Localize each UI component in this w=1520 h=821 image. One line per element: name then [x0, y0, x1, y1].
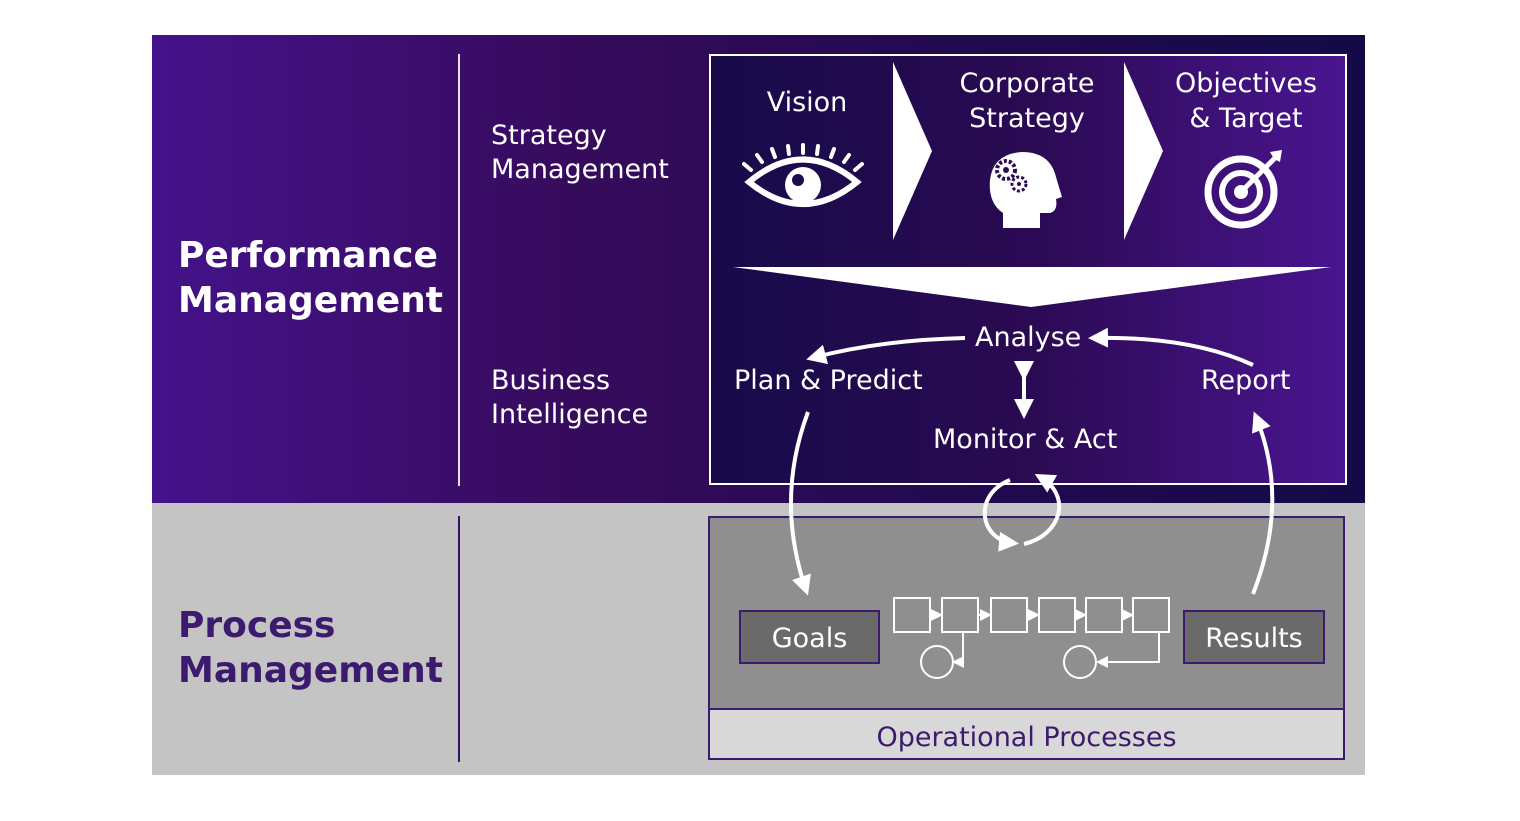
goals-box: Goals — [739, 610, 880, 664]
strategy-management-label: Strategy Management — [491, 120, 669, 185]
eye-icon — [742, 143, 864, 207]
performance-management-title: Performance Management — [178, 235, 443, 321]
target-icon — [1204, 150, 1282, 229]
top-divider — [458, 54, 460, 486]
operational-processes-label: Operational Processes — [708, 708, 1345, 760]
chevron-arrow-1 — [893, 62, 932, 240]
loop-arrow-right — [1023, 474, 1061, 546]
chevron-arrow-2 — [1124, 62, 1163, 240]
corporate-strategy-label: Corporate Strategy — [959, 68, 1095, 134]
business-intelligence-label: Business Intelligence — [491, 365, 649, 430]
bottom-divider — [458, 516, 460, 762]
funnel-arrow — [733, 267, 1331, 307]
arrow-report-to-analyse — [1088, 327, 1254, 367]
results-box: Results — [1183, 610, 1325, 664]
arrow-analyse-to-plan — [806, 336, 966, 365]
monitor-act-label: Monitor & Act — [933, 424, 1118, 455]
plan-predict-label: Plan & Predict — [734, 365, 923, 396]
process-management-title: Process Management — [178, 605, 443, 691]
objectives-target-label: Objectives & Target — [1174, 68, 1318, 134]
arrow-plan-to-goals — [789, 411, 811, 596]
arrow-results-to-report — [1251, 411, 1275, 595]
vision-label: Vision — [766, 87, 848, 118]
head-gears-icon — [989, 152, 1062, 228]
process-chain — [893, 597, 1170, 679]
report-label: Report — [1201, 365, 1291, 396]
analyse-label: Analyse — [975, 322, 1082, 353]
loop-arrow-left — [982, 478, 1019, 552]
